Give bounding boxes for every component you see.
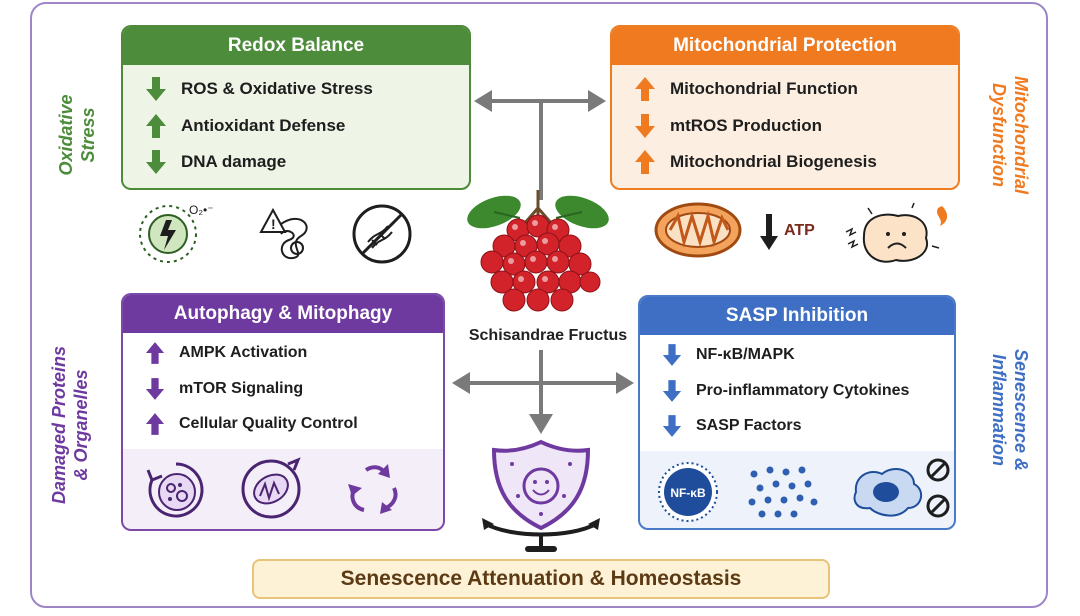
superoxide-label: O₂•⁻: [189, 203, 214, 217]
down-arrow-icon: [662, 415, 682, 437]
stressed-cell-icon: [845, 202, 948, 263]
sasp-item-factors: SASP Factors: [662, 415, 802, 437]
mitophagy-icon: [241, 457, 301, 519]
sasp-item-cytokines: Pro-inflammatory Cytokines: [662, 380, 909, 402]
diagram-frame: [30, 2, 1048, 608]
auto-item-ampk: AMPK Activation: [145, 342, 307, 364]
shield-balance-icon: [482, 439, 600, 552]
mitochondrial-protection-panel: Mitochondrial Protection Mitochondrial F…: [610, 25, 960, 190]
sasp-inhibition-panel: SASP Inhibition NF-κB/MAPK Pro-inflammat…: [638, 295, 956, 530]
nfkb-label: NF-κB: [670, 486, 706, 500]
sasp-items-box: NF-κB/MAPK Pro-inflammatory Cytokines SA…: [640, 335, 954, 451]
auto-item-mtor: mTOR Signaling: [145, 378, 303, 400]
atp-label: ATP: [784, 222, 815, 239]
arrowhead-right-bottom: [616, 372, 634, 394]
up-arrow-icon: [145, 342, 165, 364]
down-arrow-icon: [662, 380, 682, 402]
arrowhead-left-bottom: [452, 372, 470, 394]
recycling-arrows-icon: [348, 464, 398, 514]
schisandra-berries-icon: [467, 190, 609, 312]
senescent-cell-inhibited-icon: [853, 458, 950, 518]
down-arrow-icon: [662, 344, 682, 366]
mito-item-biogenesis: Mitochondrial Biogenesis: [634, 150, 877, 174]
sasp-inhibition-title: SASP Inhibition: [640, 297, 954, 335]
redox-balance-title: Redox Balance: [123, 27, 469, 65]
autophagy-mitophagy-title: Autophagy & Mitophagy: [123, 295, 443, 333]
redox-item-antioxidant: Antioxidant Defense: [145, 114, 345, 138]
down-arrow-icon: [760, 214, 778, 250]
sasp-item-nfkb: NF-κB/MAPK: [662, 344, 795, 366]
arrowhead-down-center: [529, 414, 553, 434]
cytokines-dots-icon: [748, 466, 818, 518]
damaged-protein-warning-icon: !: [259, 207, 308, 260]
autophagosome-icon: [146, 462, 204, 518]
up-arrow-icon: [635, 77, 655, 101]
mitochondrion-icon: [654, 202, 742, 258]
down-arrow-icon: [635, 114, 655, 138]
ros-cell-icon: O₂•⁻: [139, 203, 214, 263]
atp-decrease-icon: ATP: [760, 214, 815, 250]
nfkb-icon: NF-κB: [658, 462, 718, 522]
arrowhead-left-top: [474, 90, 492, 112]
dna-damage-icon: [352, 204, 412, 264]
up-arrow-icon: [635, 150, 655, 174]
redox-item-ros: ROS & Oxidative Stress: [145, 77, 373, 101]
bottom-outcome-label: Senescence Attenuation & Homeostasis: [252, 559, 830, 599]
up-arrow-icon: [145, 413, 165, 435]
center-label: Schisandrae Fructus: [468, 327, 628, 344]
mito-item-function: Mitochondrial Function: [634, 77, 858, 101]
down-arrow-icon: [146, 77, 166, 101]
down-arrow-icon: [146, 150, 166, 174]
auto-item-quality-control: Cellular Quality Control: [145, 413, 358, 435]
svg-text:!: !: [271, 216, 276, 232]
mito-item-mtros: mtROS Production: [634, 114, 822, 138]
autophagy-items-box: AMPK Activation mTOR Signaling Cellular …: [123, 333, 443, 449]
arrowhead-right-top: [588, 90, 606, 112]
down-arrow-icon: [145, 378, 165, 400]
redox-item-dna-damage: DNA damage: [145, 150, 286, 174]
mitochondrial-protection-title: Mitochondrial Protection: [612, 27, 958, 65]
redox-balance-panel: Redox Balance ROS & Oxidative Stress Ant…: [121, 25, 471, 190]
up-arrow-icon: [146, 114, 166, 138]
